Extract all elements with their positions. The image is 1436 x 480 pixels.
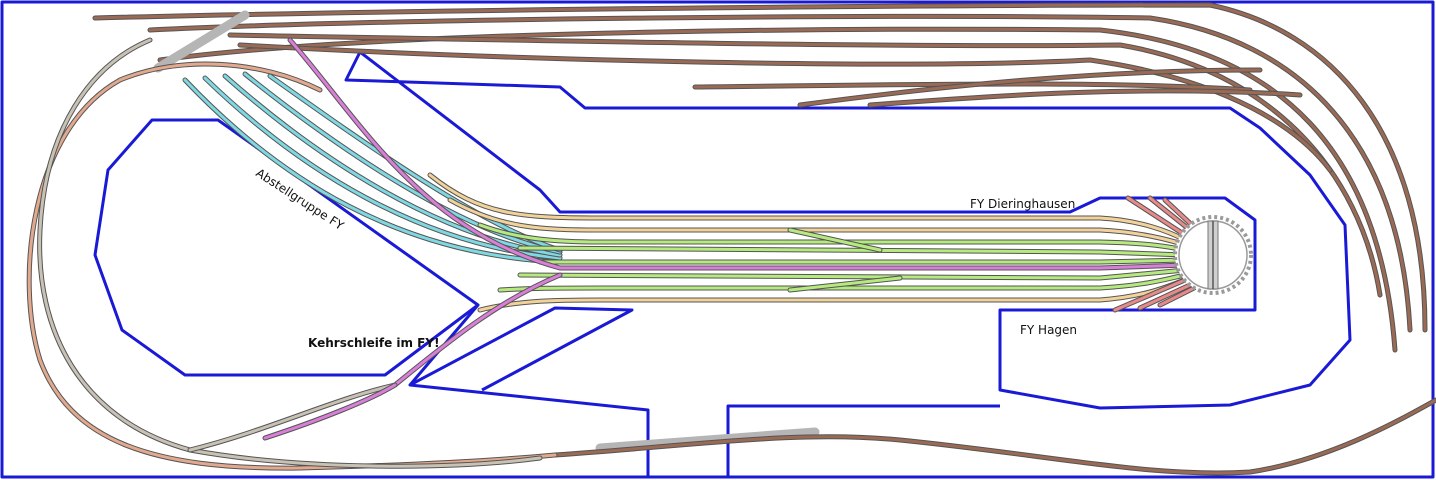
yard-tracks <box>262 37 1188 441</box>
inner-wall-top <box>344 50 1352 410</box>
turntable <box>1173 215 1253 295</box>
turntable-spoke-tracks <box>1112 195 1197 313</box>
yard-top-label: FY Dieringhausen <box>970 197 1075 211</box>
reverse-loop-label: Kehrschleife im FY! <box>308 336 440 350</box>
yard-bottom-label: FY Hagen <box>1020 323 1077 337</box>
inner-wall-wedge <box>408 304 1000 477</box>
mainline-bottom-track <box>552 397 1436 476</box>
left-loop-tracks <box>26 37 558 471</box>
mainline-top-tracks <box>92 2 1428 353</box>
